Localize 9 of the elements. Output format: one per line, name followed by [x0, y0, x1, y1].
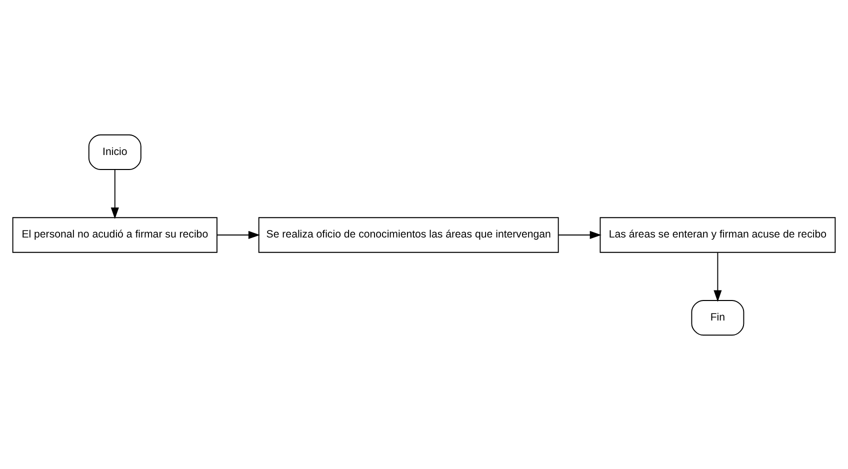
node-box: Fin — [691, 300, 744, 336]
node-box: Inicio — [88, 134, 142, 170]
arrow — [714, 252, 722, 302]
arrow — [110, 168, 119, 219]
node-box: Se realiza oficio de conocimientos las áreas que intervengan — [258, 216, 559, 252]
node-box: El personal no acudió a firmar su recibo — [12, 216, 218, 252]
node-box: Las áreas se enteran y firman acuse de recibo — [600, 216, 836, 252]
arrow — [216, 230, 260, 239]
arrow — [558, 230, 602, 239]
